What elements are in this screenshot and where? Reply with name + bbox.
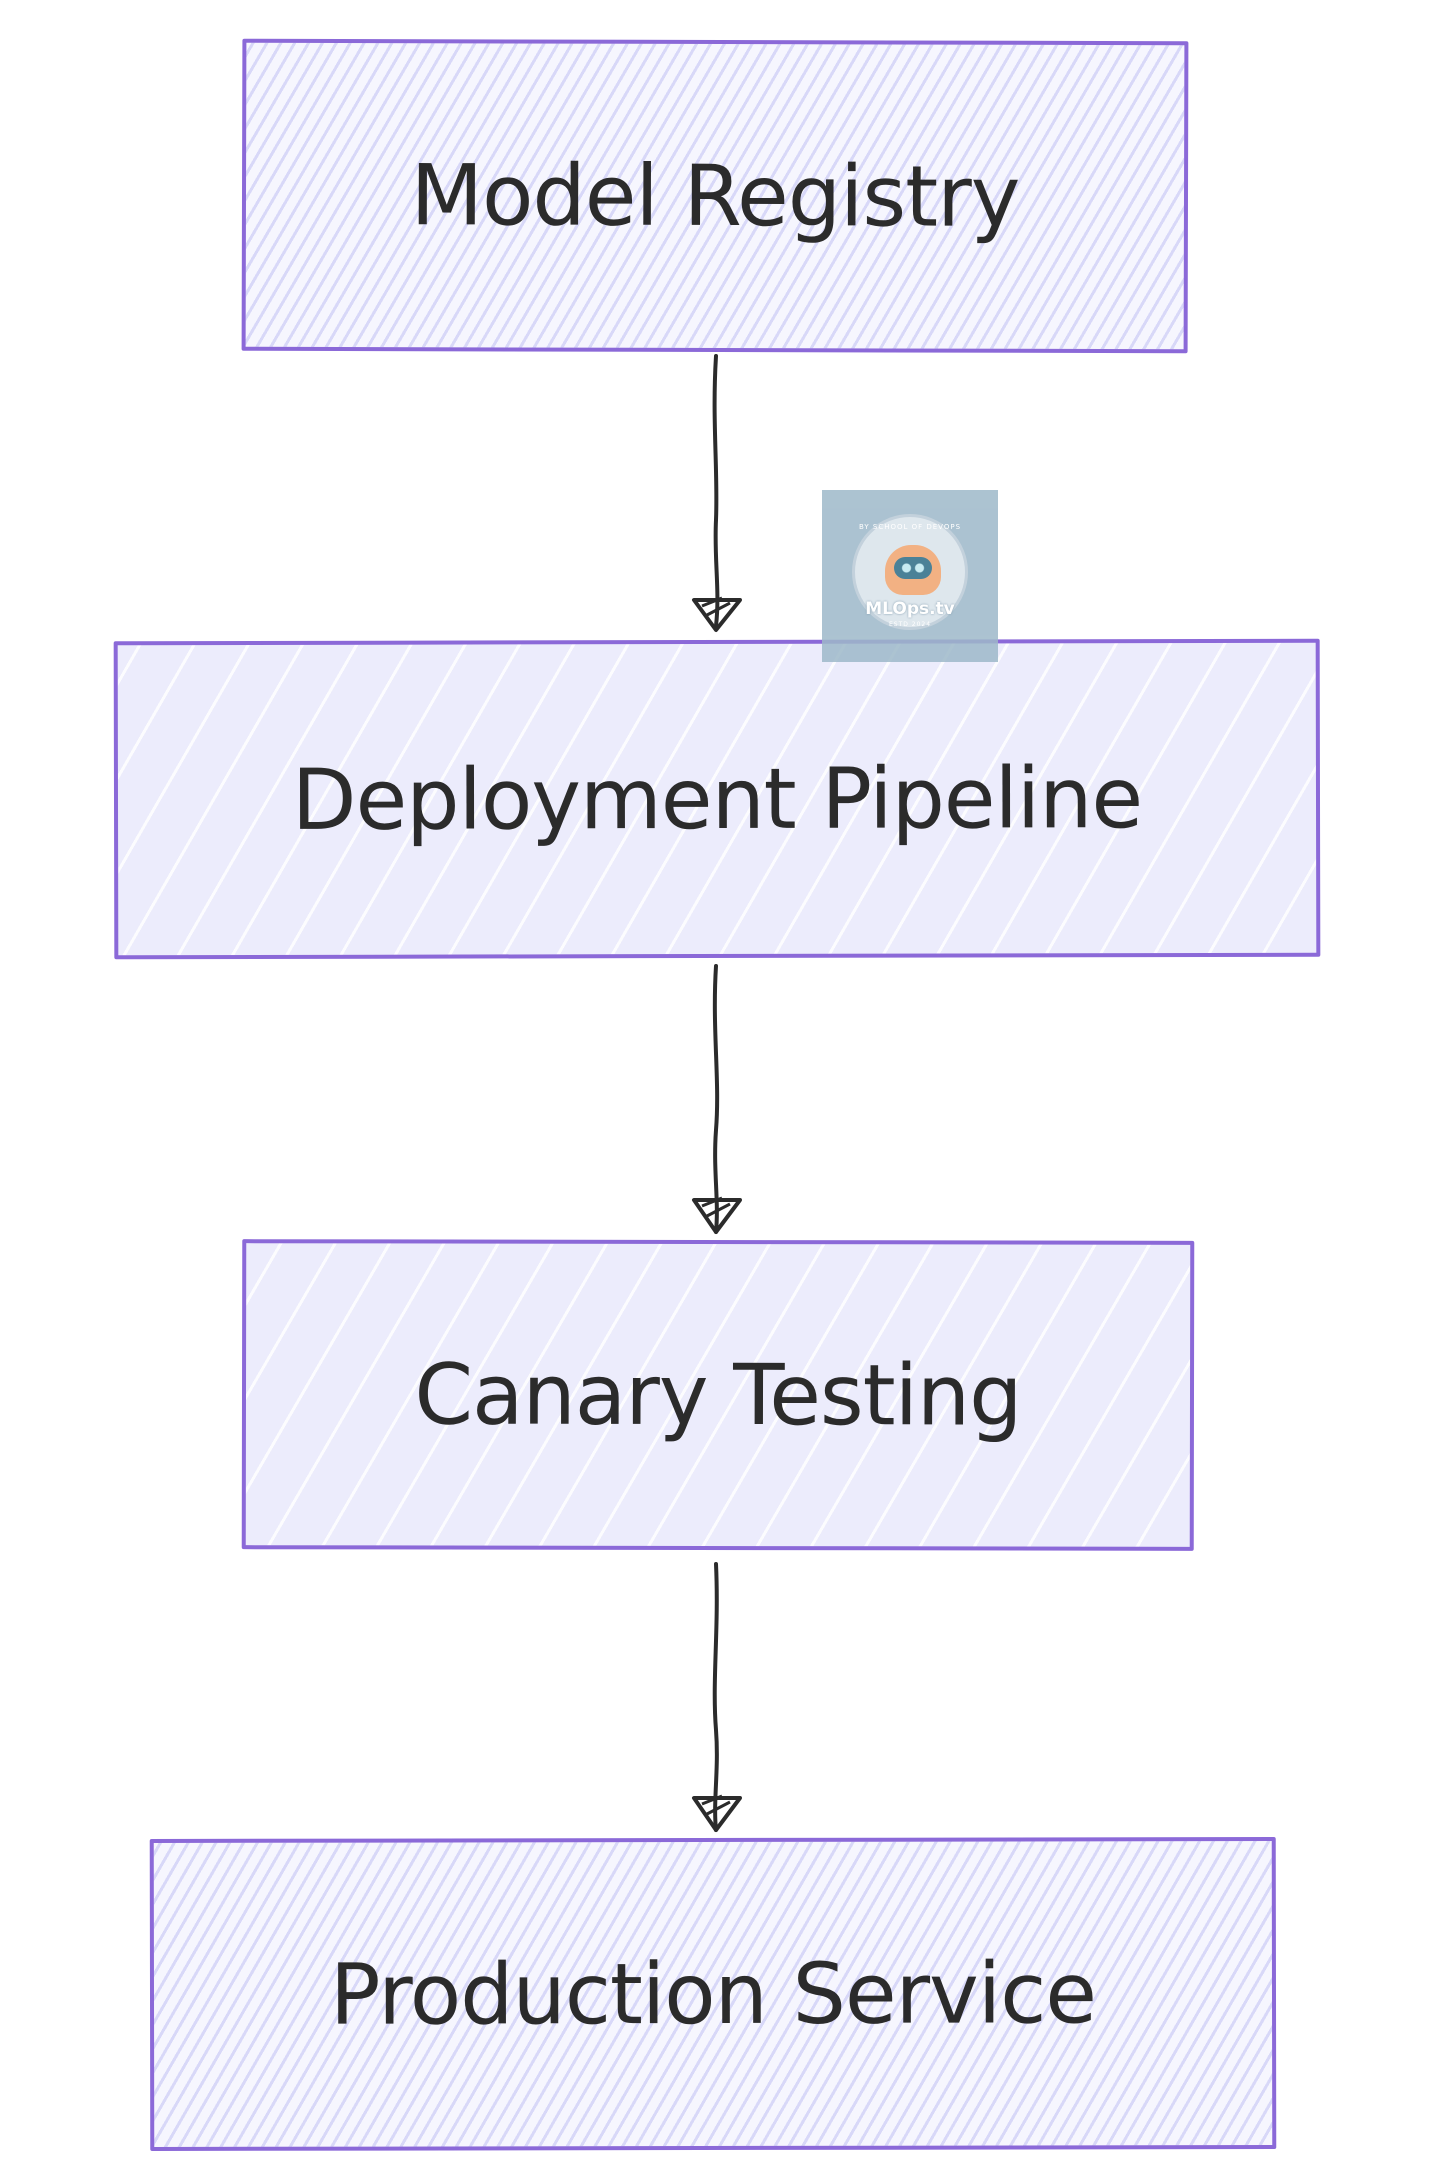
arrowhead-hatch xyxy=(706,1202,731,1218)
edge-line xyxy=(712,964,720,1234)
logo-established-text: ESTD 2024 xyxy=(888,621,932,628)
logo-disc: BY SCHOOL OF DEVOPS MLOps.tv ESTD 2024 xyxy=(852,514,968,630)
logo-brand-text: MLOps.tv xyxy=(865,599,955,619)
node-label: Model Registry xyxy=(410,146,1020,246)
node-canary-testing: Canary Testing xyxy=(241,1239,1195,1551)
logo-ring-text: BY SCHOOL OF DEVOPS xyxy=(858,523,962,531)
robot-icon xyxy=(885,545,941,595)
node-label: Deployment Pipeline xyxy=(291,749,1143,849)
node-label: Production Service xyxy=(329,1944,1097,2044)
edge-canary-testing-to-production-service xyxy=(692,1562,742,1832)
edge-deployment-pipeline-to-canary-testing xyxy=(692,964,742,1234)
arrowhead-hatch xyxy=(706,601,731,617)
mlops-watermark-logo: BY SCHOOL OF DEVOPS MLOps.tv ESTD 2024 xyxy=(822,490,998,662)
node-model-registry: Model Registry xyxy=(241,38,1189,354)
edge-line xyxy=(712,1562,719,1832)
arrowhead-hatch xyxy=(701,596,723,608)
node-deployment-pipeline: Deployment Pipeline xyxy=(113,638,1321,960)
edge-model-registry-to-deployment-pipeline xyxy=(692,354,742,632)
arrowhead-hatch xyxy=(706,1800,731,1816)
edge-line xyxy=(712,354,720,628)
node-label: Canary Testing xyxy=(414,1345,1022,1445)
arrowhead-hatch xyxy=(701,1196,723,1208)
node-production-service: Production Service xyxy=(149,1837,1277,2151)
arrowhead-hatch xyxy=(701,1794,723,1806)
